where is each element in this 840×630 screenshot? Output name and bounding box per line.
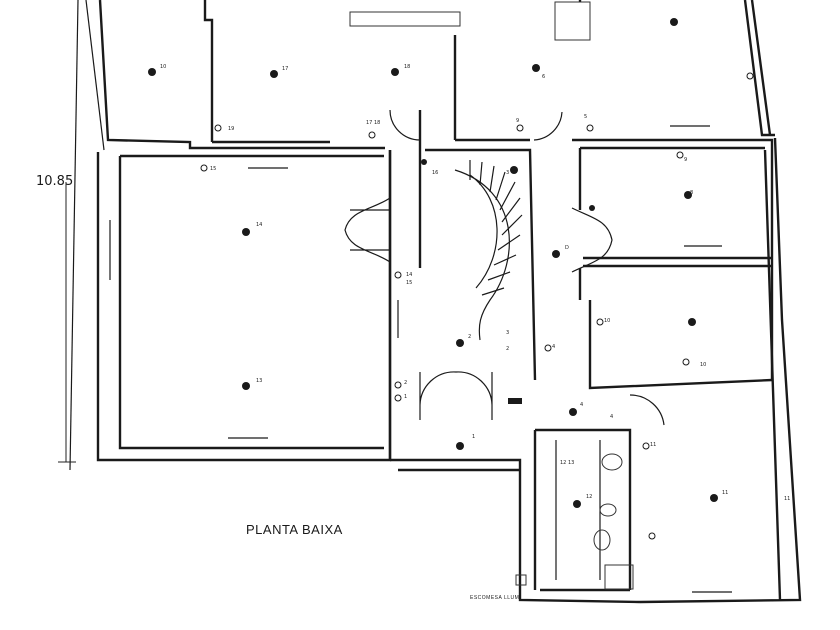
window-marks [109,125,732,593]
point-label: 15 [406,280,413,286]
wall-room-14 [96,150,392,462]
door-swing-hall-left [344,197,391,263]
point-label: 11 [784,496,791,502]
wall-room-8-10 [583,256,773,390]
point-label: 12 13 [560,460,575,466]
kitchen-counter [349,11,461,27]
point-label: 17 [282,66,289,72]
shower-tray [604,564,634,590]
point-label: 5 [584,114,588,120]
door-swing-hall-right [571,207,613,273]
wall-bathroom [518,428,641,604]
point-label: 12 [586,494,593,500]
point-label: 4 [552,344,556,350]
point-label: 4 [610,414,614,420]
point-label: 4 [580,402,584,408]
sink [599,503,617,517]
point-label: 10 [700,362,707,368]
point-label: 19 [228,126,235,132]
point-label: 2 [468,334,472,340]
point-label: 9 [684,157,688,163]
point-label: D [565,245,569,251]
stair-steps [469,160,523,296]
point-label: 2 [404,380,408,386]
door-swing-right [629,394,665,426]
point-label: 6 [542,74,546,80]
wall-outer-right [639,137,802,604]
dimension-line [58,182,76,463]
wall-hall-stair [425,35,537,381]
point-label: 18 [404,64,411,70]
site-boundary-left [69,0,79,471]
point-label: 3 [506,330,510,336]
point-label: 2 [506,346,510,352]
point-label: 9 [516,118,520,124]
point-label: 1 [472,434,476,440]
door-swing-entrance [419,371,493,420]
point-label: 14 [256,222,263,228]
plan-title: PLANTA BAIXA [246,522,343,537]
bidet [593,529,611,551]
site-boundary-left-inner [85,0,105,151]
meter-box [508,398,522,404]
wall-hall-left [388,110,422,460]
wall-room-17 [203,0,330,144]
dimension-label: 10.85 [36,174,74,189]
supply-note: ESCOMESA LLUM [470,595,520,601]
switch-symbols [200,72,754,540]
wall-right-rooms [572,138,774,380]
point-label: 17 18 [366,120,381,126]
point-label: 10 [604,318,611,324]
point-label: 10 [160,64,167,70]
door-swing-hall-top [389,109,563,141]
point-label: 14 [406,272,413,278]
wall-hall-bottom [390,458,522,472]
point-label: 15 [210,166,217,172]
point-label: 13 [256,378,263,384]
point-label: 3 [506,170,510,176]
supply-box [515,574,527,586]
wall-room-top-left [98,0,385,150]
washbasin-top [554,1,591,41]
point-label: 16 [432,170,439,176]
point-label: 8 [690,190,694,196]
point-label: 11 [650,442,657,448]
stair-outline [454,169,510,341]
light-points [148,18,718,508]
point-label: 11 [722,490,729,496]
toilet [601,453,623,471]
point-label: 1 [404,394,408,400]
